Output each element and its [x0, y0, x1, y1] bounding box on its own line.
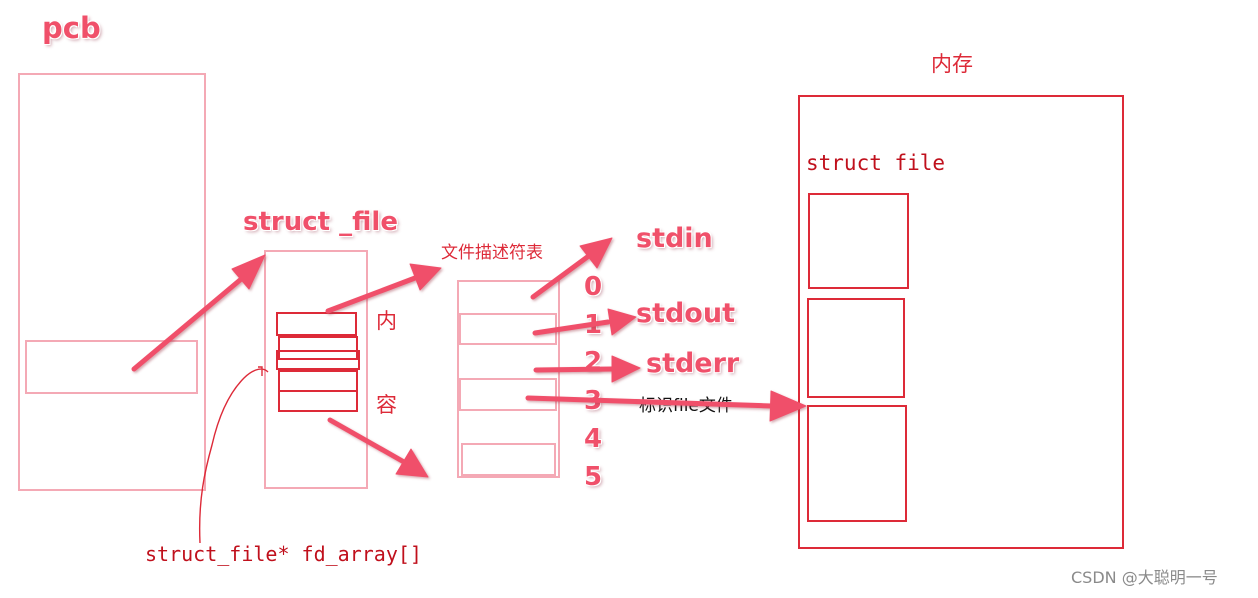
arrow-to-stdout [532, 308, 637, 336]
arrow-struct-to-fd-table [325, 263, 442, 314]
pcb-box [18, 73, 206, 491]
fd-table-box [457, 280, 560, 478]
stderr-label: stderr [646, 348, 740, 379]
fd-table-entry-b [459, 378, 557, 411]
pcb-label: pcb [42, 11, 101, 45]
fd-index-5: 5 [584, 462, 603, 492]
fd-table-entry-c [461, 443, 556, 476]
pcb-files-field [25, 340, 198, 394]
arrow-to-stdin [530, 237, 613, 300]
content-label-top: 内 [376, 309, 397, 333]
file-object-2 [807, 298, 905, 398]
arrow-to-stderr [533, 355, 641, 383]
fd-index-4: 4 [584, 424, 603, 454]
fd-array-label: struct_file* fd_array[] [145, 542, 422, 566]
memory-box [798, 95, 1124, 549]
fd-array-slot-5 [278, 390, 358, 412]
arrow-struct-lower [327, 417, 429, 478]
fd-array-pointer [198, 366, 269, 544]
file-object-3 [807, 405, 907, 522]
stdout-label: stdout [636, 298, 735, 329]
content-label-bottom: 容 [376, 393, 397, 417]
fd-index-0: 0 [584, 272, 603, 302]
struct-file-mem-label: struct file [806, 151, 946, 175]
fd-table-title: 文件描述符表 [441, 243, 543, 263]
arrow-to-file-object [525, 390, 807, 422]
file-object-1 [808, 193, 909, 289]
fd-array-slot-1 [276, 312, 357, 336]
memory-title: 内存 [931, 52, 973, 76]
fd-array-slot-2 [278, 336, 358, 360]
struct-file-label: struct _file [243, 207, 398, 237]
stdin-label: stdin [636, 223, 713, 254]
arrow-pcb-to-struct-file [131, 254, 266, 372]
watermark: CSDN @大聪明一号 [1071, 568, 1218, 587]
fd-array-slot-3 [276, 350, 360, 370]
